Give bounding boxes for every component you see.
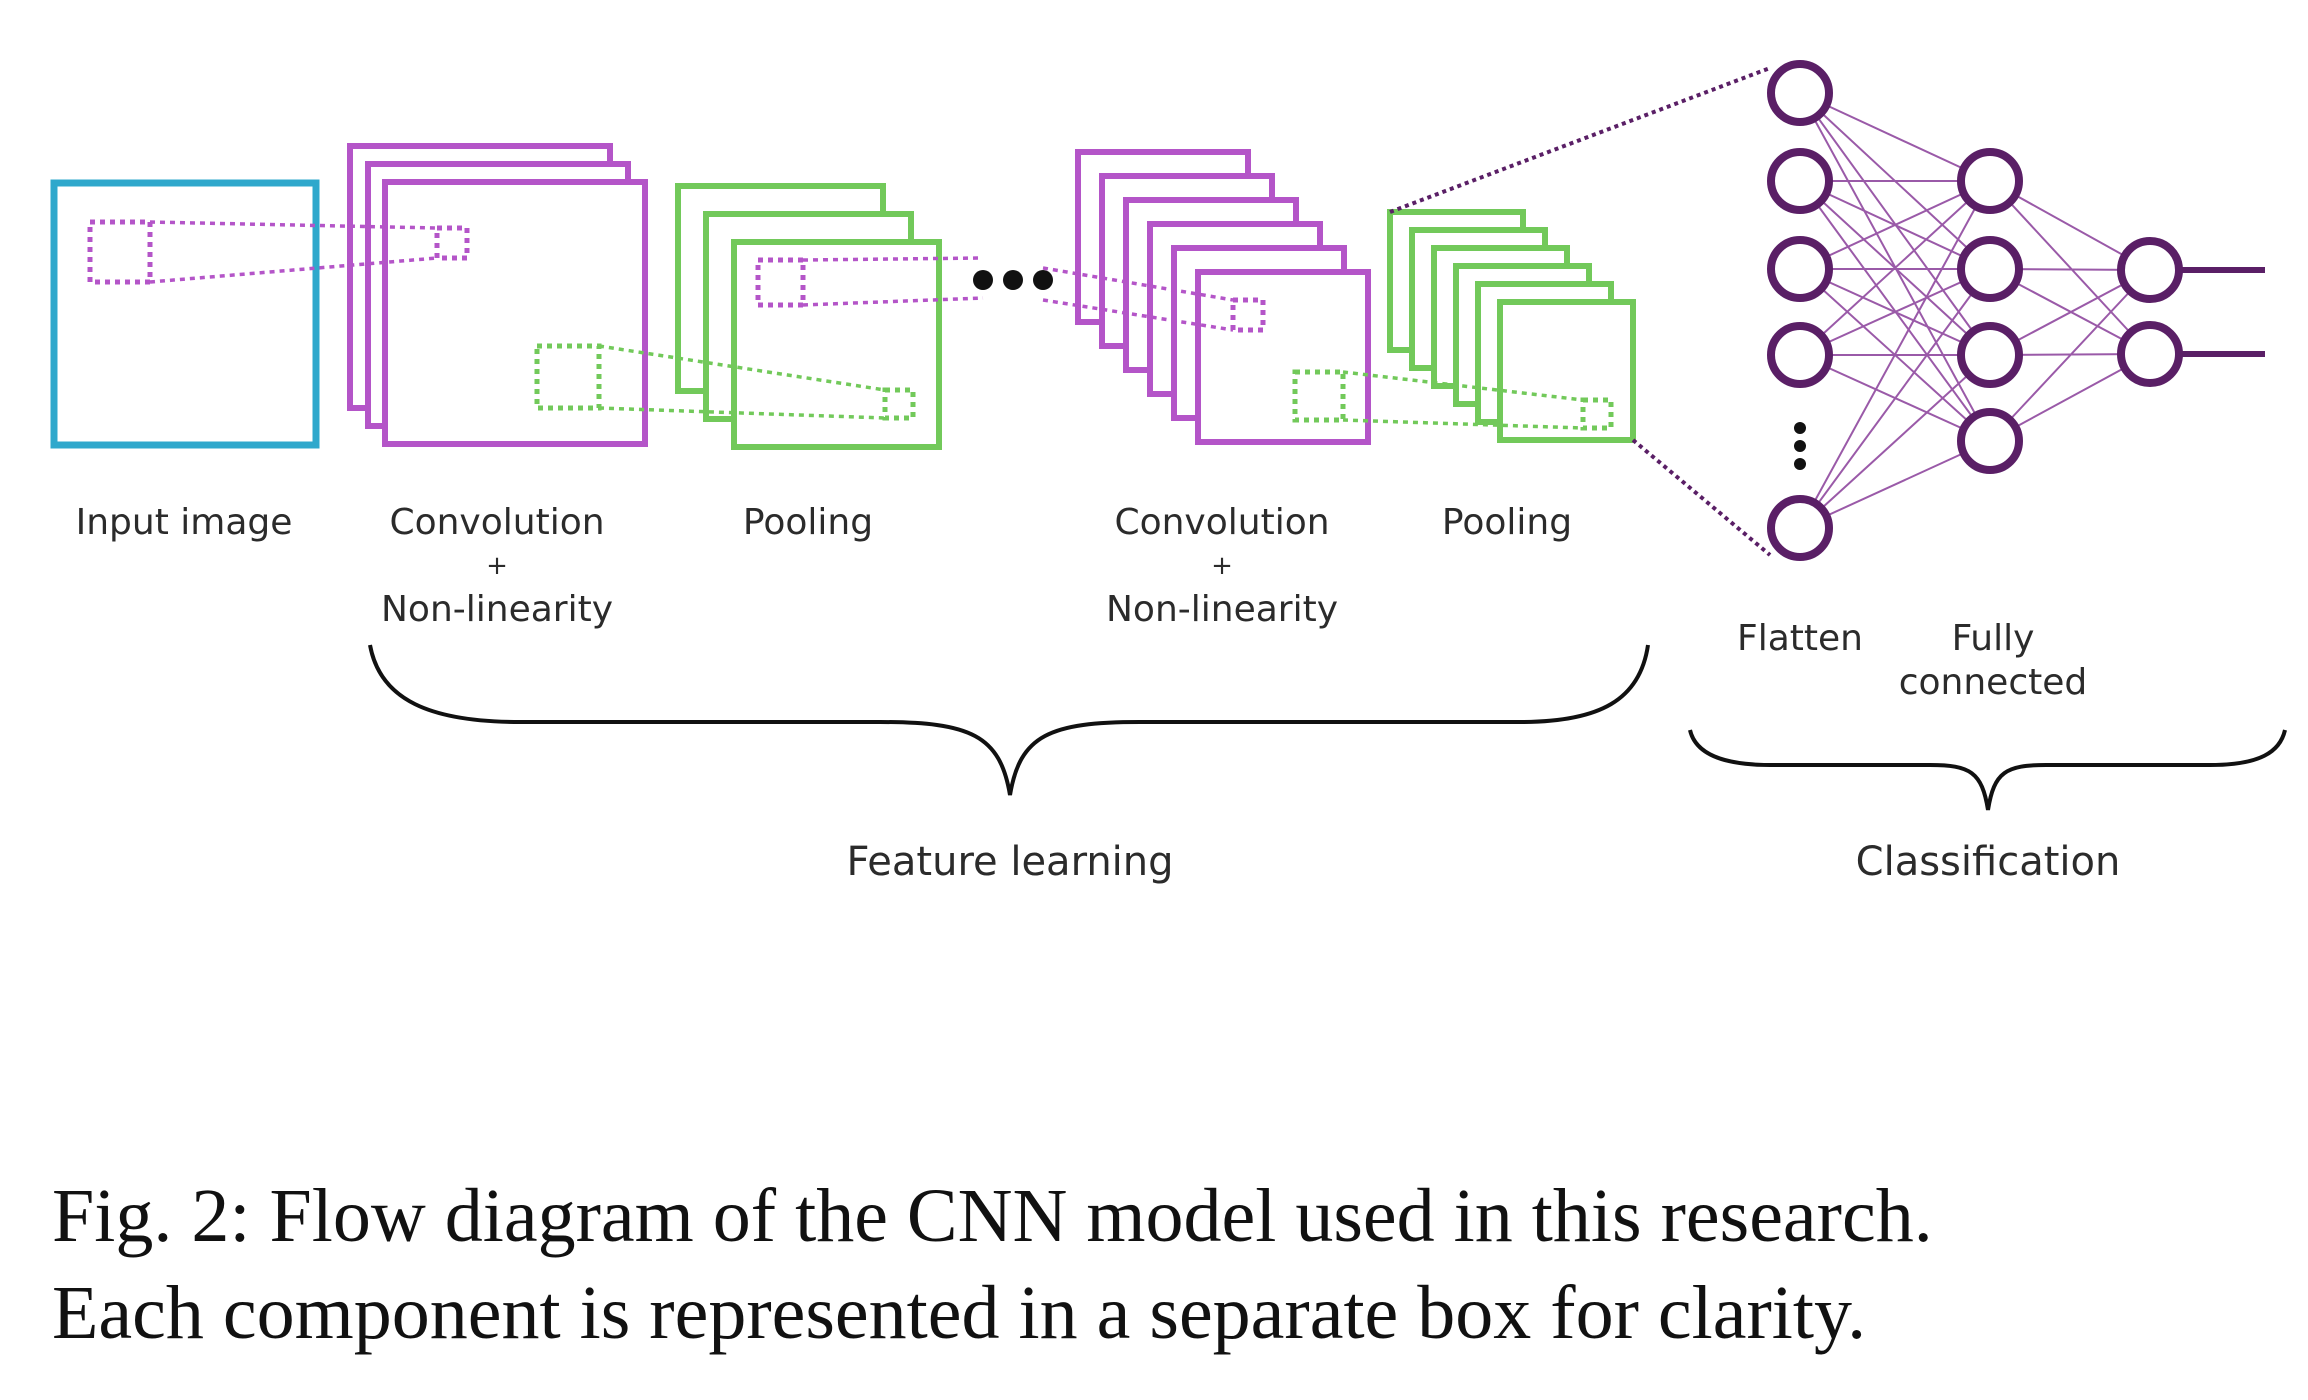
label-conv2-line1: Convolution <box>1114 502 1329 543</box>
fc-neuron <box>1957 322 2023 388</box>
ellipsis-dots <box>973 270 1053 290</box>
pool1-projection-lines <box>598 344 886 420</box>
connection-line <box>1799 354 1991 529</box>
fully-connected-layer <box>1957 148 2023 474</box>
output-neuron <box>2117 237 2183 303</box>
label-pool2: Pooling <box>1442 502 1572 543</box>
fc-neuron <box>1957 236 2023 302</box>
connection-line <box>1799 440 1991 529</box>
connection-line <box>1799 180 1991 356</box>
input-receptive-field <box>87 219 153 285</box>
label-conv1-line1: Convolution <box>389 502 604 543</box>
network-connections <box>1799 92 2151 529</box>
label-flatten: Flatten <box>1737 618 1863 659</box>
pool2-projection-lines <box>1342 370 1584 430</box>
conv2-projection-lines <box>1042 266 1234 332</box>
caption-line-2: Each component is represented in a separ… <box>52 1271 1867 1355</box>
output-layer <box>2117 237 2183 387</box>
caption-line-1: Fig. 2: Flow diagram of the CNN model us… <box>52 1174 1933 1258</box>
output-neuron <box>2117 321 2183 387</box>
flatten-neuron <box>1767 60 1833 126</box>
label-conv1-plus: + <box>486 551 508 581</box>
conv2-output-cell <box>1230 297 1266 333</box>
flatten-neuron <box>1767 236 1833 302</box>
flatten-layer <box>1767 60 1833 561</box>
flatten-neuron <box>1767 148 1833 214</box>
connection-line <box>1799 268 1991 356</box>
label-pool1: Pooling <box>743 502 873 543</box>
label-fc-line2: connected <box>1899 662 2088 703</box>
figure-caption: Fig. 2: Flow diagram of the CNN model us… <box>52 1168 2272 1362</box>
conv1-projection-lines <box>149 220 438 284</box>
fc-neuron <box>1957 148 2023 214</box>
conv1-output-cell <box>434 225 470 261</box>
feature-learning-brace <box>368 644 1650 796</box>
label-classification: Classification <box>1856 839 2121 885</box>
pool2-stack <box>1387 209 1636 443</box>
pool1-conv-lines <box>802 256 984 307</box>
label-conv2-line2: Non-linearity <box>1106 589 1338 630</box>
conv2-pool-field <box>1292 369 1346 423</box>
connection-line <box>1989 269 2151 442</box>
connection-line <box>1989 180 2151 355</box>
connection-line <box>1799 92 1991 182</box>
pool2-output-cell <box>1580 397 1614 431</box>
pool1-output-cell <box>882 387 916 421</box>
label-conv1-line2: Non-linearity <box>381 589 613 630</box>
conv1-stack <box>347 143 648 447</box>
output-stubs <box>2176 267 2265 357</box>
classification-brace <box>1688 729 2287 811</box>
input-image-box <box>50 179 320 449</box>
connection-line <box>1799 180 1991 270</box>
connection-line <box>1799 268 1991 529</box>
fc-neuron <box>1957 408 2023 474</box>
label-feature-learning: Feature learning <box>846 839 1173 885</box>
label-input-image: Input image <box>76 502 293 543</box>
flatten-neuron <box>1767 495 1833 561</box>
label-conv2-plus: + <box>1211 551 1233 581</box>
flatten-projection-lines <box>1389 66 1772 557</box>
conv1-pool-field <box>534 343 602 411</box>
label-fc-line1: Fully <box>1952 618 2035 659</box>
pool1-conv-field <box>755 257 806 308</box>
flatten-vertical-ellipsis <box>1794 422 1806 470</box>
connection-line <box>1799 180 1991 529</box>
flatten-neuron <box>1767 322 1833 388</box>
pool1-stack <box>675 183 942 450</box>
